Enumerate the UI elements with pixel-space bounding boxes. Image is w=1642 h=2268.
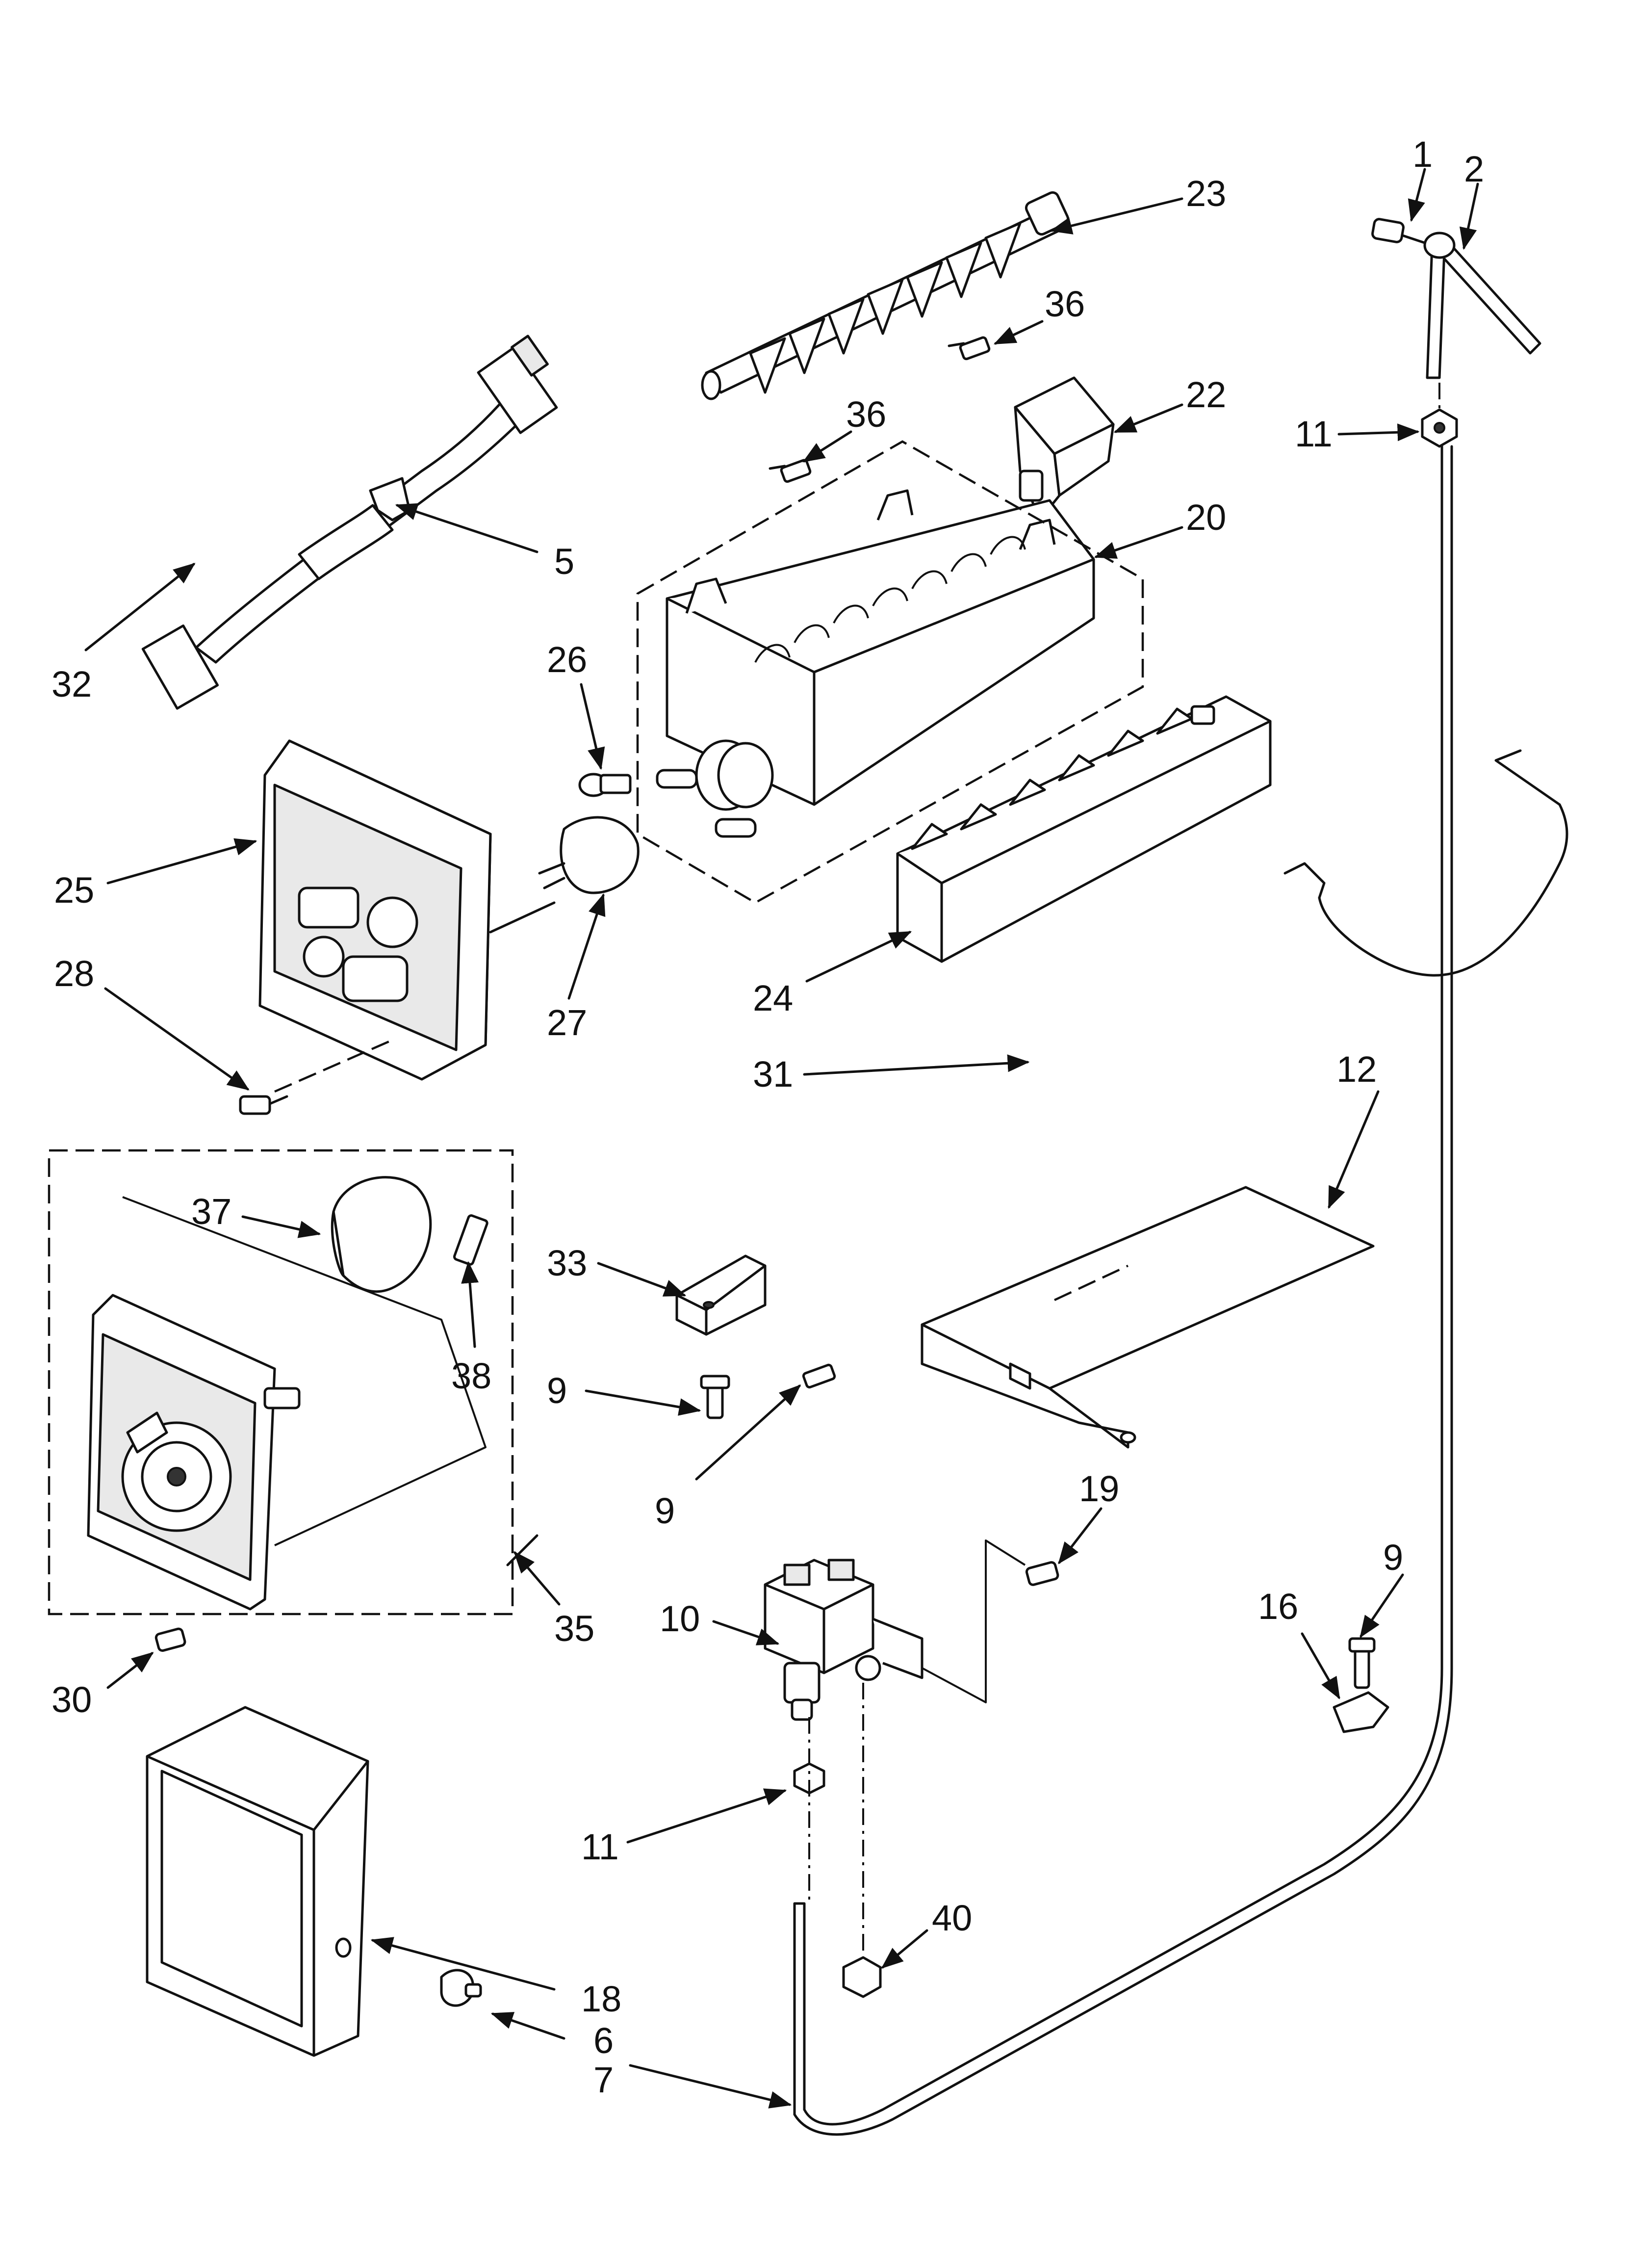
callout-11-upper: 11 [1295,414,1333,454]
callout-7: 7 [593,2059,614,2100]
bracket-33 [675,1254,767,1336]
valve-screw-guide [922,1539,1026,1703]
screw-9-a [700,1375,730,1419]
callout-23: 23 [1186,173,1226,214]
callout-36-upper: 36 [1045,284,1085,324]
callout-24: 24 [753,978,793,1018]
screw-9-b [802,1363,836,1389]
control-housing [258,739,556,1081]
switch-26 [578,773,632,797]
ejector [701,191,1070,400]
plug-6 [440,1969,482,2007]
fitting-1 [1371,218,1434,247]
callout-37: 37 [191,1191,231,1232]
screw-19 [1025,1561,1059,1586]
callout-19: 19 [1079,1468,1119,1509]
callout-12: 12 [1336,1049,1377,1090]
bracket-guide [1054,1264,1129,1302]
leader-lines [84,168,1479,2109]
mold-assembly-boundary [636,440,1144,904]
callout-1: 1 [1412,134,1433,175]
callout-22: 22 [1186,374,1226,415]
front-cover-18 [146,1706,369,2057]
callout-32: 32 [51,664,92,704]
callouts: 1 2 23 36 36 22 11 20 5 32 26 25 27 28 2… [51,134,1484,2100]
ice-mold [656,489,1095,838]
tube-fitting-2 [1423,232,1541,379]
callout-33: 33 [547,1243,587,1283]
stripper-24 [896,695,1272,963]
callout-9-b: 9 [655,1490,675,1531]
water-valve [764,1559,924,1721]
callout-30: 30 [51,1679,92,1720]
nut-11-upper [1421,408,1458,448]
module-motor-link [122,1196,487,1546]
callout-9-c: 9 [1383,1537,1403,1578]
callout-10: 10 [660,1598,700,1639]
callout-25: 25 [54,870,94,911]
shutoff-arm-31 [1283,749,1568,977]
screw-30 [154,1627,186,1652]
callout-26: 26 [547,639,587,680]
callout-40: 40 [932,1898,972,1938]
callout-28: 28 [54,953,94,994]
callout-27: 27 [547,1002,587,1043]
screw-28 [239,1095,288,1115]
clamp-16 [1333,1691,1389,1733]
callout-11-lower: 11 [581,1826,619,1867]
thermostat-27 [538,816,640,894]
callout-5: 5 [554,541,574,582]
water-fill-cup [1014,376,1115,521]
callout-36-lower: 36 [846,394,886,435]
callout-38: 38 [451,1356,491,1396]
callout-6: 6 [593,2020,614,2061]
callout-16: 16 [1258,1586,1298,1627]
callout-35: 35 [554,1608,594,1649]
callout-31: 31 [753,1054,793,1095]
callout-2: 2 [1464,149,1484,189]
wire-harness [141,335,558,710]
callout-20: 20 [1186,497,1226,538]
callout-18: 18 [581,1979,621,2019]
fill-tube [793,445,1453,2136]
screw-38 [453,1214,488,1266]
callout-9-a: 9 [547,1370,567,1411]
motor-37 [331,1176,432,1293]
control-module-plate [87,1294,301,1611]
module-assembly-boundary [48,1149,514,1616]
screw-9-c [1348,1637,1376,1689]
screw-28-guide [274,1039,393,1093]
screw-36-upper [948,336,991,361]
screw-36-lower [769,459,812,483]
nut-40 [842,1956,882,1998]
mounting-bracket-12 [921,1186,1375,1449]
